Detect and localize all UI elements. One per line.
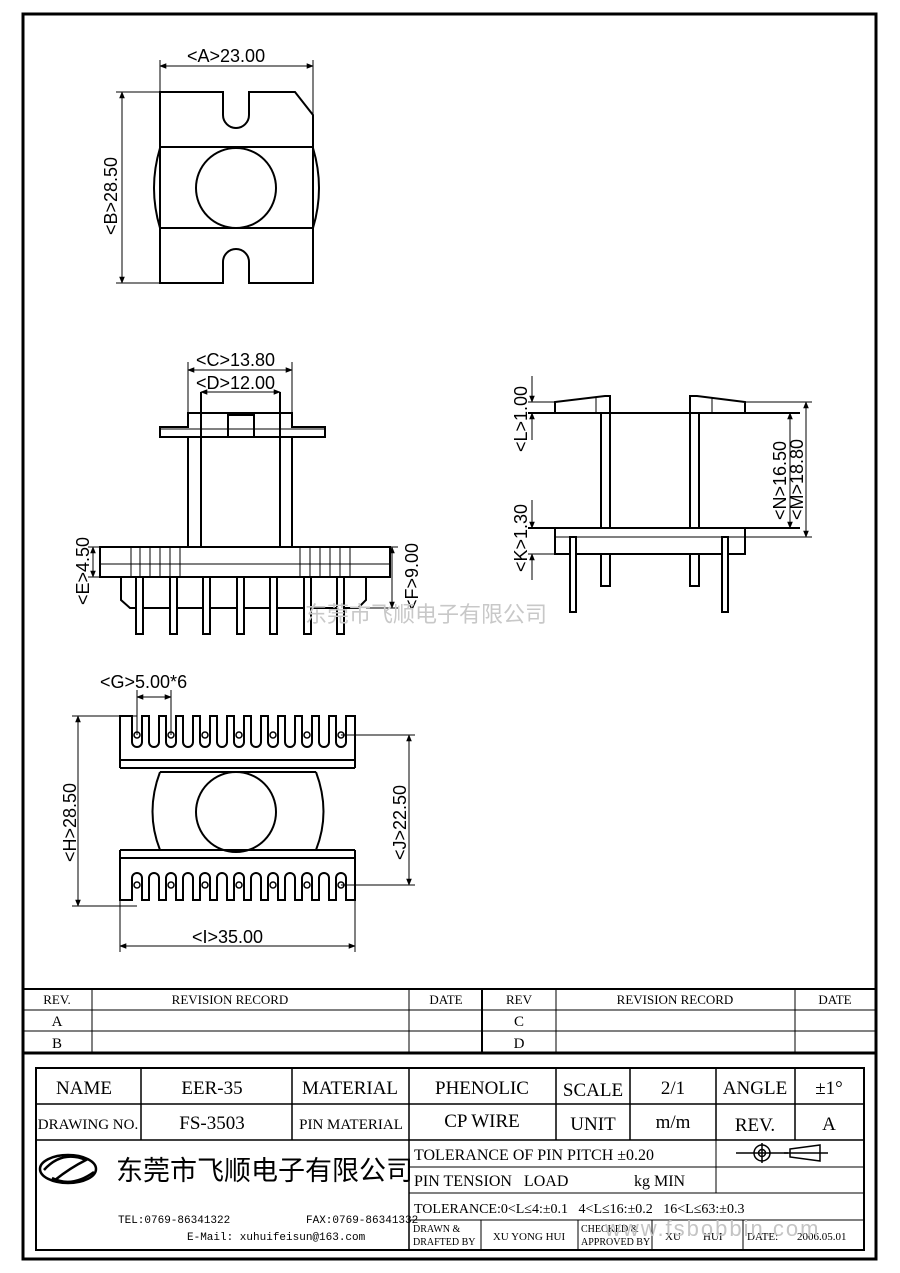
name-label: NAME bbox=[56, 1078, 112, 1099]
rev-value: A bbox=[822, 1114, 836, 1135]
rev-c: C bbox=[514, 1014, 524, 1030]
company-email: E-Mail: xuhuifeisun@163.com bbox=[187, 1232, 366, 1244]
angle-label: ANGLE bbox=[723, 1078, 787, 1099]
site-watermark: www.fsbobbin.com bbox=[604, 1216, 820, 1241]
bottom-view-dims bbox=[72, 690, 415, 952]
dim-c-label: <C>13.80 bbox=[196, 350, 275, 370]
pin-material-label: PIN MATERIAL bbox=[299, 1117, 403, 1133]
dim-g-label: <G>5.00*6 bbox=[100, 672, 187, 692]
checked-value-2: HUI bbox=[703, 1231, 723, 1243]
drawn-label-line2: DRAFTED BY bbox=[413, 1237, 476, 1248]
drawn-label-line1: DRAWN & bbox=[413, 1224, 460, 1235]
company-fax: FAX:0769-86341332 bbox=[306, 1215, 418, 1227]
watermark-company: 东莞市飞顺电子有限公司 bbox=[305, 602, 547, 627]
dim-h-label: <H>28.50 bbox=[60, 783, 80, 862]
checked-value-1: XU bbox=[665, 1231, 681, 1243]
material-label: MATERIAL bbox=[302, 1078, 398, 1099]
rev-a: A bbox=[52, 1014, 63, 1030]
checked-label-line1: CHECKED & bbox=[581, 1224, 639, 1235]
scale-label: SCALE bbox=[563, 1080, 623, 1101]
checked-label-line2: APPROVED BY bbox=[581, 1237, 650, 1248]
dim-a-label: <A>23.00 bbox=[187, 46, 265, 66]
projection-symbol-icon bbox=[736, 1143, 828, 1163]
top-view bbox=[153, 91, 320, 284]
company-tel: TEL:0769-86341322 bbox=[118, 1215, 230, 1227]
tolerance-general: TOLERANCE:0<L≤4:±0.1 4<L≤16:±0.2 16<L≤63… bbox=[414, 1202, 744, 1217]
top-view-dims bbox=[116, 60, 314, 284]
date-header-right: DATE bbox=[818, 992, 851, 1007]
rev-header-left: REV. bbox=[43, 992, 71, 1007]
bottom-view bbox=[119, 715, 356, 901]
pin-material-value: CP WIRE bbox=[444, 1111, 519, 1132]
date-value: 2006.05.01 bbox=[797, 1231, 847, 1243]
company-name: 东莞市飞顺电子有限公司 bbox=[116, 1156, 413, 1186]
angle-value: ±1° bbox=[815, 1078, 843, 1099]
revision-record-header-right: REVISION RECORD bbox=[617, 992, 734, 1007]
date-header-left: DATE bbox=[429, 992, 462, 1007]
date-label: DATE: bbox=[747, 1231, 778, 1243]
rev-d: D bbox=[514, 1036, 525, 1052]
sheet-border bbox=[21, 12, 878, 1261]
tolerance-pin-pitch: TOLERANCE OF PIN PITCH ±0.20 bbox=[414, 1147, 654, 1164]
side-view-dims bbox=[528, 376, 812, 580]
name-value: EER-35 bbox=[181, 1078, 242, 1099]
dim-e-label: <E>4.50 bbox=[73, 537, 93, 605]
front-view bbox=[99, 392, 391, 635]
dim-n-label: <N>16.50 bbox=[770, 441, 790, 520]
front-view-dims bbox=[88, 362, 398, 609]
dim-d-label: <D>12.00 bbox=[196, 373, 275, 393]
side-view bbox=[528, 395, 800, 613]
scale-value: 2/1 bbox=[661, 1078, 685, 1099]
dim-m-label: <M>18.80 bbox=[787, 439, 807, 520]
dim-k-label: <K>1.30 bbox=[511, 504, 531, 572]
dim-f-label: <F>9.00 bbox=[402, 543, 422, 610]
dim-j-label: <J>22.50 bbox=[390, 785, 410, 860]
dim-b-label: <B>28.50 bbox=[101, 157, 121, 235]
pin-tension-unit: kg MIN bbox=[634, 1173, 686, 1190]
rev-header-right: REV bbox=[506, 992, 533, 1007]
rev-label: REV. bbox=[735, 1115, 775, 1136]
dim-i-label: <I>35.00 bbox=[192, 927, 263, 947]
revision-table bbox=[23, 988, 876, 1055]
drawing-no-label: DRAWING NO. bbox=[38, 1117, 138, 1133]
unit-value: m/m bbox=[656, 1112, 691, 1133]
title-block-grid bbox=[35, 1067, 865, 1251]
drawing-no-value: FS-3503 bbox=[179, 1113, 244, 1134]
pin-tension-label: PIN TENSION LOAD bbox=[414, 1173, 568, 1190]
unit-label: UNIT bbox=[570, 1114, 616, 1135]
rev-b: B bbox=[52, 1036, 62, 1052]
material-value: PHENOLIC bbox=[435, 1078, 529, 1099]
revision-record-header-left: REVISION RECORD bbox=[172, 992, 289, 1007]
drawn-value: XU YONG HUI bbox=[493, 1231, 566, 1243]
dim-l-label: <L>1.00 bbox=[511, 386, 531, 452]
company-logo bbox=[38, 1153, 98, 1185]
